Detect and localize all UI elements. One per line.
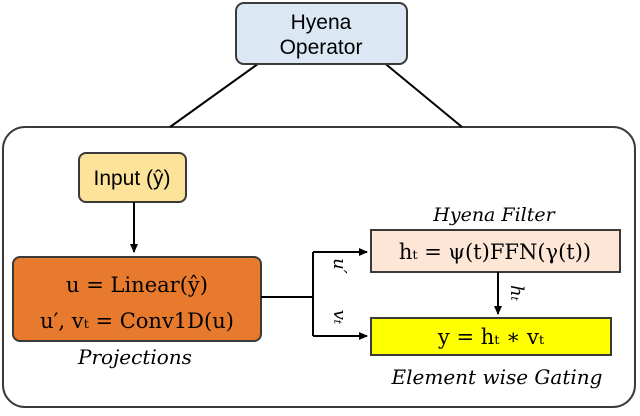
input-label: Input (ŷ) (93, 167, 170, 190)
filter-caption: Hyena Filter (432, 204, 556, 226)
connector-right (381, 60, 463, 128)
gating-equation: y = hₜ ∗ vₜ (437, 325, 545, 349)
projections-caption: Projections (77, 345, 192, 369)
edge-label-h-t: hₜ (506, 285, 527, 302)
hyena-operator-line1: Hyena (291, 11, 352, 34)
hyena-filter-box (370, 229, 621, 273)
edge-label-u-prime: u′ (329, 258, 350, 274)
filter-equation: hₜ = ψ(t)FFN(γ(t)) (399, 240, 591, 264)
gating-caption: Element wise Gating (391, 365, 603, 389)
connector-left (169, 60, 263, 128)
hyena-operator-box (235, 2, 408, 65)
projections-line1: u = Linear(ŷ) (66, 273, 208, 297)
hyena-operator-line2: Operator (280, 36, 363, 59)
gating-box (370, 317, 612, 356)
projections-box (12, 256, 262, 342)
edge-label-v-t: vₜ (329, 310, 350, 325)
projections-line2: u′, vₜ = Conv1D(u) (40, 309, 234, 333)
input-box (78, 152, 187, 203)
